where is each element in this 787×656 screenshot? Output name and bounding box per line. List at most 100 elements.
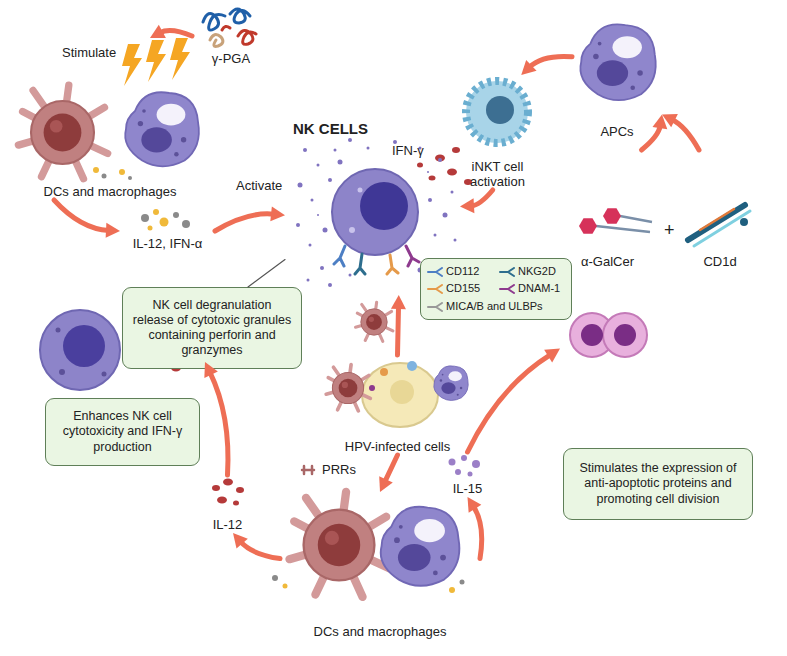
connector-line [529, 56, 572, 67]
cd1d-molecule [740, 218, 748, 226]
arrow-connector [54, 200, 120, 238]
legend-text: NKG2D [518, 265, 556, 278]
effect-node: Stimulates the expression of anti-apopto… [560, 305, 755, 523]
connector-line [210, 372, 228, 475]
dendritic-cell-macrophage-bottom [283, 584, 288, 589]
annotation-label: IFN-γ [392, 143, 424, 159]
il15-dots [455, 469, 461, 475]
nk-granules [309, 244, 312, 247]
receptor-icon [427, 284, 443, 294]
nk-granules [303, 148, 307, 152]
molecule-node: α-GalCer [565, 150, 650, 270]
dendritic-cell-macrophage-top [18, 85, 107, 178]
nk-granules [454, 239, 457, 242]
arrow-connector [642, 114, 668, 150]
edge-label: Activate [236, 178, 282, 194]
il12-dots [223, 479, 233, 486]
gamma-pga-molecules [203, 13, 225, 30]
arrow-head [521, 60, 536, 75]
legend-text: MICA/B and ULBPs [446, 300, 543, 313]
arrow-head [150, 25, 166, 38]
nk-granules [296, 223, 300, 227]
apc-cell [580, 24, 655, 100]
ifn-gamma-dots [435, 155, 445, 162]
gamma-pga-molecules [203, 9, 256, 46]
gamma-pga-molecules [222, 26, 230, 30]
cd1d-molecule [688, 205, 750, 246]
cytokine-dots-il12-ifna [148, 226, 153, 231]
nk-cell [332, 169, 418, 255]
arrow-head [204, 362, 217, 378]
apc-cell [580, 24, 655, 100]
dendritic-cell-macrophage-bottom [381, 507, 460, 586]
arrow-connector [233, 533, 280, 559]
nk-granules [323, 228, 328, 233]
nk-granules [307, 279, 310, 282]
annotation-label: + [664, 220, 675, 242]
node-text: iNKT cell activation [450, 159, 545, 190]
dendritic-cell-macrophage-top [119, 169, 125, 175]
arrow-head [662, 114, 678, 127]
dendritic-cell-macrophage-bottom [289, 492, 389, 597]
dendritic-cell-macrophage-bottom [272, 575, 278, 581]
hpv-infected-cell [362, 363, 438, 427]
legend-text: DNAM-1 [518, 282, 560, 295]
receptor-icon [427, 302, 443, 312]
effect-node: Enhances NK cell cytotoxicity and IFN-γ … [35, 305, 205, 468]
lightning-bolts [122, 44, 142, 86]
nk-cell [387, 255, 398, 274]
connector-line [471, 190, 493, 206]
il12-dots [217, 497, 227, 504]
node-text: IL-15 [453, 481, 483, 497]
receptor-icon [499, 267, 515, 277]
nk-granules [320, 266, 324, 270]
nk-granules [298, 183, 303, 188]
hpv-infected-cell [407, 361, 417, 371]
arrow-head [391, 295, 406, 309]
hpv-infected-cell [369, 385, 375, 391]
callout-box: Stimulates the expression of anti-apopto… [563, 448, 753, 520]
cytokine-dots-il12-ifna [141, 209, 190, 231]
arrow-head [379, 476, 393, 492]
connector-line [642, 125, 661, 150]
galcer-molecule [603, 208, 621, 224]
lightning-bolts [146, 40, 166, 82]
callout-node: NK cell degranulation release of cytotox… [122, 287, 302, 369]
nk-granules [317, 164, 320, 167]
arrow-connector [468, 349, 561, 452]
callout-box: NK cell degranulation release of cytotox… [122, 287, 302, 369]
cd1d-molecule [700, 209, 734, 230]
cell-node: iNKT cell activation [450, 75, 545, 190]
node-text: Stimulates the expression of anti-apopto… [572, 461, 744, 507]
receptor-icon-shape [428, 303, 442, 311]
il12-dots [212, 485, 220, 491]
central-cell-node: NK CELLS [285, 118, 460, 295]
receptor-icon-shape [428, 285, 442, 293]
arrow-head [270, 206, 285, 221]
gamma-pga-molecules [210, 35, 223, 47]
nk-granules [443, 213, 448, 218]
arrow-head [652, 114, 667, 129]
nk-granules [428, 198, 432, 202]
nk-granules [367, 147, 370, 150]
il15-dots [449, 455, 481, 477]
activated-nk-cell [59, 369, 65, 375]
node-text: γ-PGA [212, 51, 250, 67]
dendritic-cell-macrophage-bottom [460, 580, 465, 585]
cytokine-dots-il12-ifna [153, 209, 159, 215]
legend-text: CD155 [446, 282, 480, 295]
node-text: IL-12, IFN-α [133, 236, 203, 252]
il15-dots [472, 460, 480, 468]
target-cell [356, 302, 393, 341]
hpv-infected-cell [326, 365, 370, 411]
nk-granules [317, 214, 319, 216]
cell-node: APCs [572, 12, 662, 140]
ifn-gamma-dots [452, 147, 460, 153]
cell-group-node: DCs and macrophages [10, 38, 210, 200]
node-text: DCs and macrophages [44, 184, 177, 200]
connector-line [240, 541, 280, 558]
il12-dots [212, 479, 244, 506]
arrow-connector [215, 206, 285, 231]
